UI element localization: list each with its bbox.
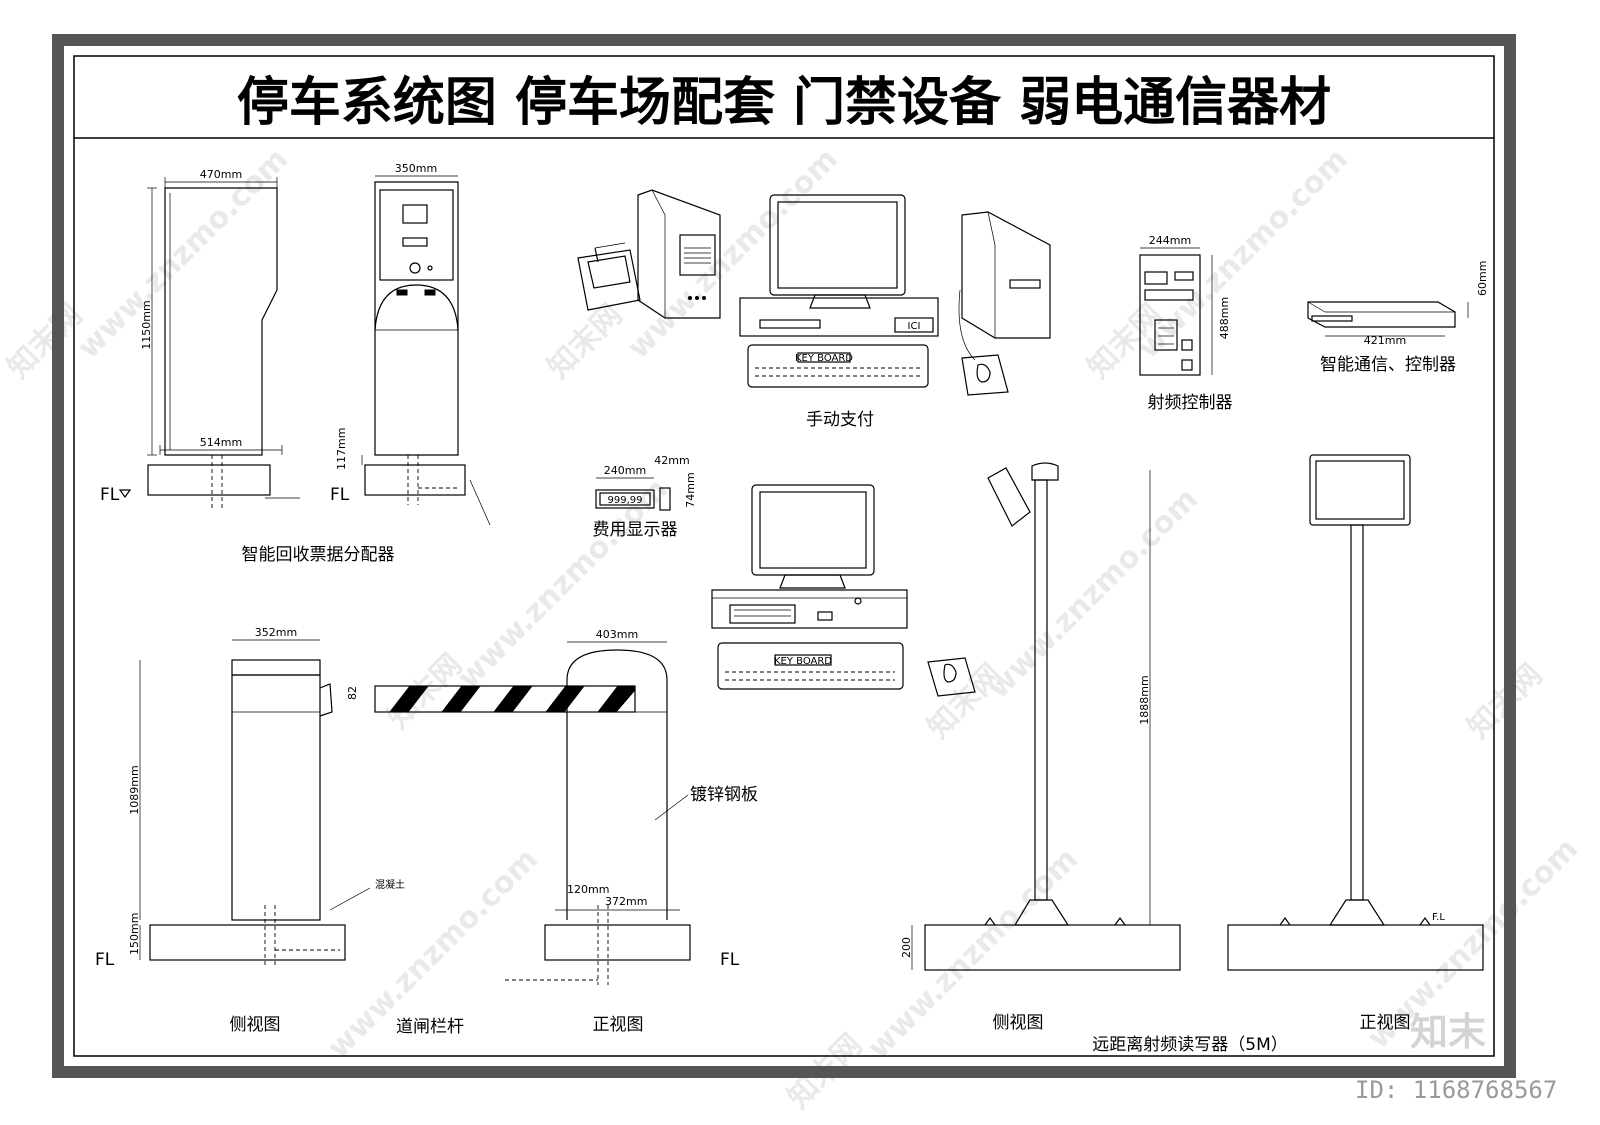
keyboard-label: KEY BOARD [774,656,832,667]
label-galvanized-plate: 镀锌钢板 [690,785,758,805]
rf-reader-side-view: 1888mm 200 [900,462,1181,971]
fl-label: FL [95,950,115,970]
dim-244: 244mm [1149,234,1191,247]
watermark-brand: 知末网 [921,657,1009,745]
dim-74: 74mm [684,472,697,507]
watermark-site: www.znzmo.com [71,142,295,366]
dim-42: 42mm [654,454,689,467]
barrier-front-view: 403mm 镀锌钢板 120mm 372mm FL [505,628,758,985]
dim-352: 352mm [255,626,297,639]
dim-117: 117mm [335,428,348,470]
barrier-side-view: 352mm 1089mm 150mm FL 混凝土 [95,626,405,970]
label-barrier-side-view: 侧视图 [230,1015,281,1035]
watermark-site: www.znzmo.com [1131,142,1355,366]
label-barrier-arm: 道闸栏杆 [396,1017,464,1037]
watermark-brand: 知末网 [541,297,629,385]
outer-frame [52,34,1516,1078]
manual-payment-workstation: ICI KEY BOARD [577,189,1051,396]
dim-470: 470mm [200,168,242,181]
dim-514: 514mm [200,436,242,449]
brand-logo: 知末 [1410,1010,1486,1054]
label-reader-side-view: 侧视图 [993,1013,1044,1033]
label-comm-controller: 智能通信、控制器 [1320,355,1456,375]
dim-350: 350mm [395,162,437,175]
fee-display: 240mm 42mm 74mm 999,99 [595,454,697,511]
watermark-site: www.znzmo.com [861,842,1085,1066]
dim-82: 82 [346,686,359,700]
dim-240: 240mm [604,464,646,477]
ticket-dispenser-side-view: 470mm 1150mm 514mm FL [100,168,300,510]
screen-icon [402,204,428,224]
watermark-site: www.znzmo.com [621,142,845,366]
dim-1089: 1089mm [128,765,141,814]
display-readout: 999,99 [608,495,643,506]
fl-label: FL [720,950,740,970]
dim-200: 200 [900,937,913,958]
fl-label: FL [100,485,120,505]
label-rf-reader: 远距离射频读写器（5M） [1092,1035,1287,1055]
second-workstation: KEY BOARD [711,484,976,697]
comm-controller: 421mm 60mm [1307,261,1489,347]
barrier-arm: 82 [346,685,636,713]
watermark-site: www.znzmo.com [981,482,1205,706]
dim-488: 488mm [1218,297,1231,339]
dim-1150: 1150mm [140,300,153,349]
image-id: ID: 1168768567 [1355,1076,1557,1104]
label-manual-payment: 手动支付 [806,410,874,430]
rf-controller: 244mm 488mm [1139,234,1231,376]
dim-1888: 1888mm [1138,675,1151,724]
label-rf-controller: 射频控制器 [1148,393,1233,413]
label-reader-front-view: 正视图 [1360,1013,1411,1033]
dim-372: 372mm [605,895,647,908]
label-barrier-front-view: 正视图 [593,1015,644,1035]
dim-60: 60mm [1476,261,1489,296]
rf-reader-front-view: F.L [1227,454,1484,971]
dim-421: 421mm [1364,334,1406,347]
dim-150: 150mm [128,913,141,955]
keyboard-label: KEY BOARD [795,353,853,364]
dim-403: 403mm [596,628,638,641]
label-fee-display: 费用显示器 [593,520,678,540]
ticket-dispenser-front-view: 350mm 117mm FL [330,162,491,526]
label-ticket-dispenser: 智能回收票据分配器 [242,545,395,565]
fl-label: FL [330,485,350,505]
fl-dot-label: F.L [1432,912,1445,923]
ici-label: ICI [908,321,921,332]
watermark-brand: 知末网 [381,647,469,735]
sheet-title: 停车系统图 停车场配套 门禁设备 弱电通信器材 [237,73,1331,133]
card-slot-icon [402,237,428,247]
dim-120: 120mm [567,883,609,896]
label-concrete: 混凝土 [375,878,405,891]
inner-frame [73,55,1495,1057]
